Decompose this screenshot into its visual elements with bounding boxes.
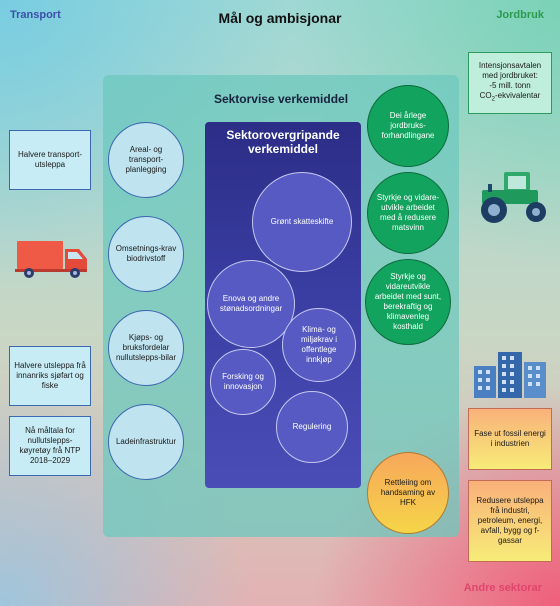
goal-text-line3: CO2-ekvivalentar: [480, 91, 541, 105]
diagram-title: Mål og ambisjonar: [218, 10, 342, 26]
circle-label: Forsking og innovasjon: [222, 372, 264, 391]
circle-gront-skatteskifte: Grønt skatteskifte: [252, 172, 352, 272]
goal-box-industri-utslepp: Redusere utsleppa frå industri, petroleu…: [468, 480, 552, 562]
circle-label: Ladeinfrastruktur: [115, 437, 177, 446]
jordbruk-label: Jordbruk: [496, 9, 544, 21]
circle-label: Kjøps- og bruksfordelar nullutslepps-bil…: [115, 333, 177, 362]
goal-text-line2: -5 mill. tonn: [489, 81, 531, 91]
goal-box-intensjonsavtalen: Intensjonsavtalen med jordbruket: -5 mil…: [468, 52, 552, 114]
goal-box-sjofart-fiske: Halvere utsleppa frå innanriks sjøfart o…: [9, 346, 91, 406]
goal-box-nullutslepp-ntp: Nå måltala for nullutslepps-køyretøy frå…: [9, 416, 91, 476]
circle-forsking: Forsking og innovasjon: [210, 349, 276, 415]
goal-box-fossil-energi: Fase ut fossil energi i industrien: [468, 408, 552, 470]
circle-label: Rettleiing om handsaming av HFK: [380, 478, 436, 507]
cross-sector-title-line1: Sektorovergripande: [226, 128, 340, 142]
goal-text: Redusere utsleppa frå industri, petroleu…: [476, 496, 544, 545]
circle-label: Grønt skatteskifte: [270, 217, 334, 226]
cross-sector-title: Sektorovergripande verkemiddel: [205, 128, 361, 156]
circle-label: Klima- og miljøkrav i offentlege innkjøp: [301, 325, 337, 364]
circle-jordbruksforhandlingane: Dei årlege jordbruks-forhandlingane: [367, 85, 449, 167]
co2-rest: -ekvivalentar: [494, 91, 541, 101]
circle-hfk: Rettleiing om handsaming av HFK: [367, 452, 449, 534]
circle-label: Styrkje og vidare-utvikle arbeidet med å…: [376, 193, 440, 232]
circle-klima-miljokrav: Klima- og miljøkrav i offentlege innkjøp: [282, 308, 356, 382]
circle-label: Omsetnings-krav biodrivstoff: [115, 244, 177, 263]
andre-sektorar-label: Andre sektorar: [463, 582, 542, 594]
circle-label: Regulering: [292, 422, 332, 431]
buildings-icon: [474, 352, 546, 398]
circle-kosthald: Styrkje og vidareutvikle arbeidet med su…: [365, 259, 451, 345]
goal-text: Nå måltala for nullutslepps-køyretøy frå…: [19, 426, 81, 465]
circle-label: Enova og andre stønadsordningar: [219, 294, 283, 313]
goal-text: Fase ut fossil energi i industrien: [474, 429, 546, 448]
goal-box-transport-utsleppa: Halvere transport-utsleppa: [9, 130, 91, 190]
sector-panel-title: Sektorvise verkemiddel: [213, 92, 349, 106]
goal-text: Halvere utsleppa frå innanriks sjøfart o…: [14, 361, 86, 390]
circle-enova: Enova og andre stønadsordningar: [207, 260, 295, 348]
circle-label: Dei årlege jordbruks-forhandlingane: [381, 111, 435, 140]
circle-matsvinn: Styrkje og vidare-utvikle arbeidet med å…: [367, 172, 449, 254]
truck-icon: [15, 241, 87, 278]
transport-label: Transport: [10, 9, 61, 21]
goal-text-line1: Intensjonsavtalen med jordbruket:: [478, 61, 542, 81]
cross-sector-title-line2: verkemiddel: [247, 142, 319, 156]
tractor-icon: [481, 172, 546, 223]
goal-text: Halvere transport-utsleppa: [17, 150, 83, 169]
circle-ladeinfrastruktur: Ladeinfrastruktur: [108, 404, 184, 480]
co2-c: CO: [479, 91, 492, 101]
circle-omsetningskrav: Omsetnings-krav biodrivstoff: [108, 216, 184, 292]
circle-nullutsleppsbilar: Kjøps- og bruksfordelar nullutslepps-bil…: [108, 310, 184, 386]
circle-areal-transport: Areal- og transport-planlegging: [108, 122, 184, 198]
circle-label: Areal- og transport-planlegging: [125, 145, 167, 174]
co2-subscript: 2: [491, 96, 495, 103]
circle-regulering: Regulering: [276, 391, 348, 463]
circle-label: Styrkje og vidareutvikle arbeidet med su…: [374, 272, 442, 331]
